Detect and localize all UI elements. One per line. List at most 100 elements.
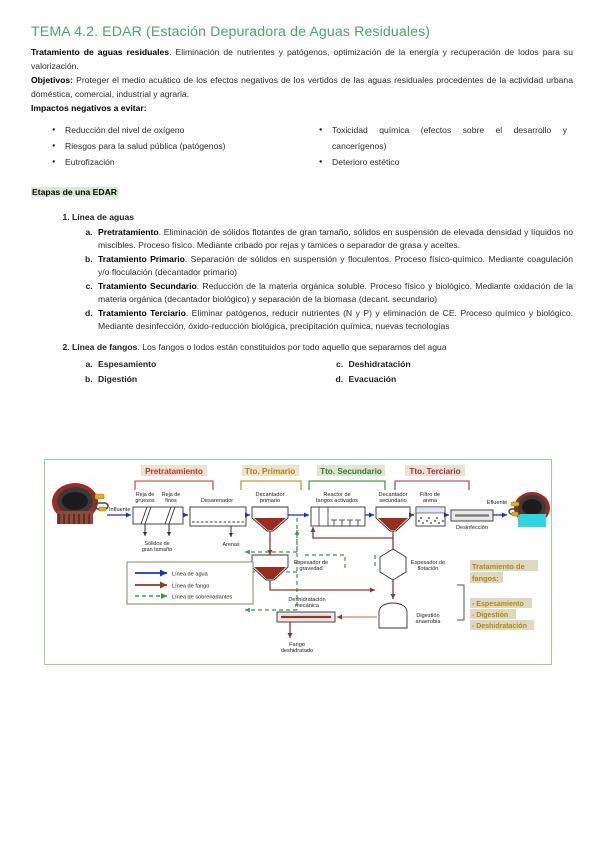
phase-label-terciario-text: Tto. Terciario xyxy=(409,467,460,476)
filtro-arena-water-layer xyxy=(415,506,446,514)
edar-diagram-svg: Pretratamiento Tto. Primario Tto. Secund… xyxy=(52,465,550,654)
substep-tratamiento-primario: Tratamiento Primario. Separación de sóli… xyxy=(95,253,573,280)
label-digestion-line2: anaerobia xyxy=(416,619,442,625)
decantador-primario-sludge xyxy=(254,518,286,530)
substep-tratamiento-terciario-name: Tratamiento Terciario xyxy=(98,307,186,318)
phase-label-primario-text: Tto. Primario xyxy=(245,467,296,476)
supernatant-return-lines xyxy=(245,518,376,613)
label-filtro-arena-line2: arena xyxy=(423,498,438,504)
legend-label-fango: Línea de fango xyxy=(172,584,209,590)
list-item: Espesamiento xyxy=(95,357,323,373)
impactos-column-right: Toxicidad química (efectos sobre el desa… xyxy=(302,122,573,170)
label-desinfeccion: Desinfección xyxy=(456,525,488,531)
filtro-arena-media-icon xyxy=(418,517,444,524)
stages-outline: Línea de aguas Pretratamiento. Eliminaci… xyxy=(31,210,573,355)
paragraph-impactos-colon: : xyxy=(143,103,147,114)
reactor-diffusers-icon xyxy=(331,519,361,526)
list-item: Deshidratación xyxy=(346,357,574,373)
label-solidos-line2: gran tamaño xyxy=(142,547,172,553)
impactos-list-right: Toxicidad química (efectos sobre el desa… xyxy=(318,122,567,170)
substep-tratamiento-terciario-text: . Eliminar patógenos, reducir nutrientes… xyxy=(98,307,573,332)
substep-tratamiento-primario-name: Tratamiento Primario xyxy=(98,253,185,264)
label-efluente: Efluente xyxy=(487,500,508,506)
label-desarenador: Desarenador xyxy=(201,498,233,504)
bracket-primario xyxy=(240,480,302,490)
label-decantador-secundario-line1: Decantador xyxy=(379,492,408,498)
list-item: Evacuación xyxy=(346,372,574,388)
linea-aguas-substeps: Pretratamiento. Eliminación de sólidos f… xyxy=(72,226,573,334)
fangos-list-left: Espesamiento Digestión xyxy=(72,357,323,388)
substep-tratamiento-secundario: Tratamiento Secundario. Reducción de la … xyxy=(95,280,573,307)
label-arenas: Arenas xyxy=(222,542,239,548)
fangos-summary-box: Tratamiento de fangos: - Espesamiento - … xyxy=(470,560,538,630)
label-influente: Influente xyxy=(109,507,130,513)
bar-screen-gruesos-icon xyxy=(140,506,152,525)
substep-pretratamiento-text: . Eliminación de sólidos flotantes de gr… xyxy=(98,226,573,251)
label-reja-finos-line2: finos xyxy=(165,498,177,504)
stage-linea-de-aguas-title: Línea de aguas xyxy=(72,211,135,222)
digestion-anaerobia-tank xyxy=(378,602,408,629)
label-solidos-line1: Sólidos de xyxy=(144,541,169,547)
phase-label-secundario: Tto. Secundario xyxy=(317,465,385,476)
label-reactor-line2: fangos activados xyxy=(316,498,358,504)
bracket-terciario xyxy=(394,480,470,490)
fangos-summary-item-digestion: - Digestión xyxy=(472,612,508,619)
bracket-secundario xyxy=(308,480,386,490)
label-digestion-line1: Digestión xyxy=(416,613,439,619)
label-decantador-primario-line2: primario xyxy=(260,498,280,504)
label-decantador-secundario-line2: secundario xyxy=(379,498,406,504)
reactor-tank xyxy=(310,506,366,527)
fangos-bracket xyxy=(457,584,465,621)
page-title: TEMA 4.2. EDAR (Estación Depuradora de A… xyxy=(31,24,431,40)
paragraph-objetivos: Objetivos: Proteger el medio acuático de… xyxy=(31,74,573,101)
stage-linea-de-fangos: Línea de fangos. Los fangos o lodos está… xyxy=(72,340,573,355)
legend-label-sobrenadantes: Línea de sobrenadantes xyxy=(172,595,233,601)
paragraph-tratamiento: Tratamiento de aguas residuales. Elimina… xyxy=(31,46,573,73)
list-item: Toxicidad química (efectos sobre el desa… xyxy=(319,122,567,154)
label-decantador-primario-line1: Decantador xyxy=(256,492,285,498)
label-fango-deshidratado-line2: deshidratado xyxy=(281,648,313,654)
screen-chamber xyxy=(132,506,184,525)
paragraph-tratamiento-text: . Eliminación de nutrientes y patógenos,… xyxy=(31,47,573,71)
paragraph-tratamiento-lead: Tratamiento de aguas residuales xyxy=(31,47,170,57)
label-deshidratacion-line1: Deshidratación xyxy=(288,597,325,603)
flow-gravedad-to-digestion xyxy=(269,580,375,593)
label-reja-finos-line1: Reja de xyxy=(162,492,181,498)
espesador-flotacion-tank xyxy=(379,548,407,581)
label-espesador-flotacion-line1: Espesador de xyxy=(411,560,446,566)
phase-label-pretratamiento: Pretratamiento xyxy=(141,465,207,476)
list-item: Digestión xyxy=(95,372,323,388)
decantador-secundario-sludge xyxy=(378,518,408,530)
influent-source-icon xyxy=(52,483,109,524)
bar-screen-finos-icon xyxy=(164,506,176,525)
fangos-summary-item-deshidratacion: - Deshidratación xyxy=(472,623,527,630)
impactos-column-left: Reducción del nivel de oxígeno Riesgos p… xyxy=(31,122,302,170)
fangos-column-left: Espesamiento Digestión xyxy=(72,357,323,388)
stage-linea-de-fangos-title: Línea de fangos xyxy=(72,341,138,352)
label-espesador-gravedad-line2: gravedad xyxy=(299,566,322,572)
paragraph-impactos-lead: Impactos negativos a evitar xyxy=(31,103,144,114)
substep-tratamiento-primario-text: . Separación de sólidos en suspensión y … xyxy=(98,253,573,278)
substep-tratamiento-secundario-text: . Reducción de la materia orgánica solub… xyxy=(98,280,573,305)
phase-label-terciario: Tto. Terciario xyxy=(405,465,465,476)
stages-heading-row: Etapas de una EDAR xyxy=(31,182,573,200)
substep-tratamiento-terciario: Tratamiento Terciario. Eliminar patógeno… xyxy=(95,307,573,334)
phase-label-secundario-text: Tto. Secundario xyxy=(320,467,382,476)
list-item: Deterioro estético xyxy=(319,154,567,170)
stage-linea-de-fangos-intro: . Los fangos o lodos están constituidos … xyxy=(137,341,447,352)
impactos-bullet-columns: Reducción del nivel de oxígeno Riesgos p… xyxy=(31,122,573,170)
bracket-pretratamiento xyxy=(134,480,214,490)
desarenador-tank xyxy=(189,506,247,527)
effluent-outfall-icon xyxy=(508,492,550,527)
legend-label-agua: Línea de agua xyxy=(172,572,209,578)
fangos-summary-title-2: fangos: xyxy=(472,574,499,583)
fangos-list-right: Deshidratación Evacuación xyxy=(323,357,574,388)
list-item: Reducción del nivel de oxígeno xyxy=(52,122,302,138)
stages-heading: Etapas de una EDAR xyxy=(31,186,119,197)
label-reja-gruesos-line2: gruesos xyxy=(135,498,154,504)
paragraph-objetivos-text: Proteger el medio acuático de los efecto… xyxy=(31,75,573,99)
label-fango-deshidratado-line1: Fango xyxy=(289,642,305,648)
label-deshidratacion-line2: mecánica xyxy=(295,603,320,609)
substep-pretratamiento-name: Pretratamiento xyxy=(98,226,159,237)
legend-box xyxy=(126,561,254,605)
